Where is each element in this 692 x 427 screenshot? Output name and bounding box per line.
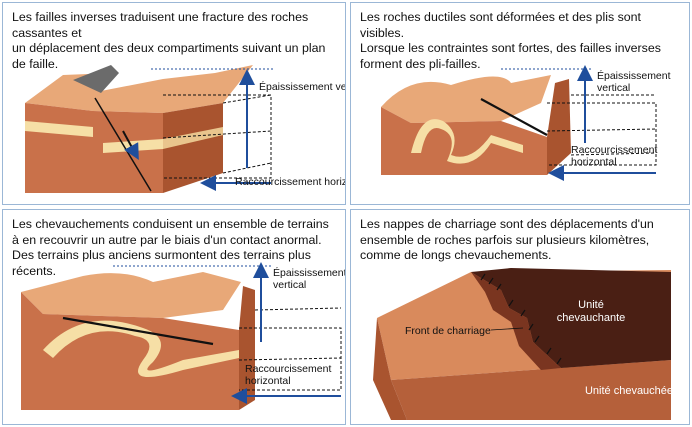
nappe-block-diagram: Front de charriage Unité chevauchante Un… xyxy=(373,268,673,420)
block-side-face xyxy=(239,286,255,410)
rock-layer xyxy=(25,121,93,137)
block-front-face xyxy=(21,292,239,410)
thickening-label: vertical xyxy=(597,82,630,94)
upper-unit-label: chevauchante xyxy=(557,312,626,324)
thickening-label: vertical xyxy=(273,279,306,291)
block-front-face xyxy=(381,107,547,175)
block-top-surface xyxy=(21,272,241,318)
lower-unit-front xyxy=(391,360,671,420)
thrust-front-label: Front de charriage xyxy=(405,325,491,337)
panel-folds: Les roches ductiles sont déformées et de… xyxy=(350,2,690,205)
folded-layer xyxy=(411,119,523,164)
panel-thrusts: Les chevauchements conduisent un ensembl… xyxy=(2,209,346,425)
folded-layer xyxy=(43,320,239,378)
original-volume-outline xyxy=(162,94,272,174)
original-volume-outline xyxy=(163,94,272,179)
shortening-label: Raccourcissement xyxy=(571,144,657,156)
panel-nappes: Les nappes de charriage sont des déplace… xyxy=(350,209,690,425)
thickening-label: Épaississement vertical xyxy=(259,80,346,93)
shortening-label: Raccourcissement horizontal xyxy=(235,176,346,188)
original-volume-outline xyxy=(239,327,342,391)
thickening-label: Épaississement xyxy=(273,266,346,279)
block-top-surface xyxy=(381,75,551,123)
lower-unit-label: Unité chevauchée xyxy=(585,385,673,397)
panel-reverse-faults: Les failles inverses traduisent une frac… xyxy=(2,2,346,205)
block-side-face xyxy=(547,79,571,175)
original-volume-outline xyxy=(546,94,657,156)
upper-unit xyxy=(471,268,671,368)
panel-caption: Les nappes de charriage sont des déplace… xyxy=(360,217,654,263)
fold-fault-line xyxy=(480,98,548,136)
shortening-label: horizontal xyxy=(245,375,291,387)
front-hachures xyxy=(480,273,562,365)
panel-caption: Les failles inverses traduisent une frac… xyxy=(12,10,326,71)
block-side-face xyxy=(163,103,223,193)
fold-block-diagram: Épaississement vertical Raccourcissement… xyxy=(381,65,671,181)
thrust-contact-line xyxy=(62,316,214,346)
fault-scarp xyxy=(73,65,119,93)
front-label-leader xyxy=(490,327,524,331)
thrust-front-scarp xyxy=(471,272,561,370)
upper-unit-label: Unité xyxy=(578,299,604,311)
lower-unit-side xyxy=(373,318,407,420)
thrust-block-diagram: Épaississement vertical Raccourcissement… xyxy=(21,262,346,410)
reverse-fault-block-diagram: Épaississement vertical Raccourcissement… xyxy=(25,65,346,193)
movement-arrow xyxy=(122,130,139,161)
original-volume-outline xyxy=(238,307,342,361)
rock-layer xyxy=(163,127,223,149)
thickening-label: Épaississement xyxy=(597,69,671,82)
shortening-label: Raccourcissement xyxy=(245,363,331,375)
panel-caption: Les chevauchements conduisent un ensembl… xyxy=(12,217,329,278)
fault-plane xyxy=(94,97,152,192)
original-volume-outline xyxy=(547,102,657,166)
shortening-label: horizontal xyxy=(571,156,617,168)
panel-caption: Les roches ductiles sont déformées et de… xyxy=(360,10,661,71)
